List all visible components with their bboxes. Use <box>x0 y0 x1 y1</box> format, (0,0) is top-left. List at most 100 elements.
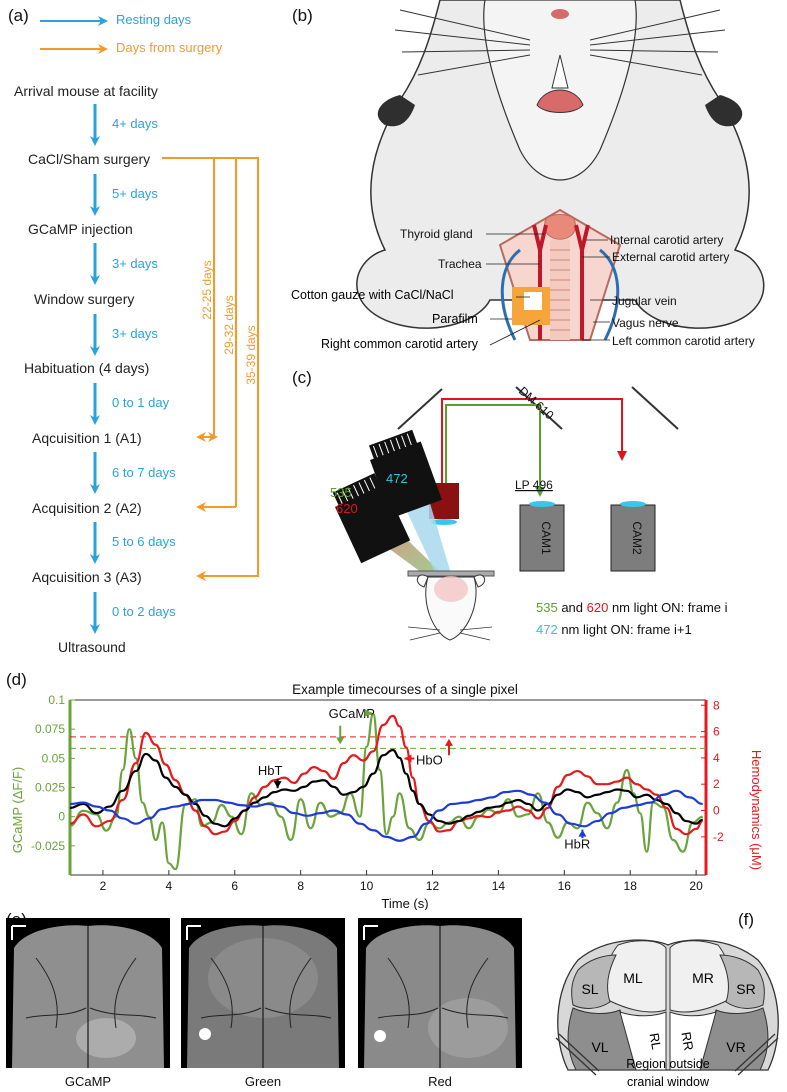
region-vl: VL <box>591 1039 608 1055</box>
annotation-hbr-arrowhead <box>578 829 587 837</box>
x-tick-label: 4 <box>166 879 173 893</box>
region-sl: SL <box>581 981 598 997</box>
interval-3: 3+ days <box>112 256 158 271</box>
series-gcamp <box>69 712 703 871</box>
cotton-gauze <box>524 292 542 310</box>
annotation-hbo: HbO <box>416 753 443 768</box>
annotation-hbo-arrowhead <box>404 754 412 763</box>
interval-2: 5+ days <box>112 186 158 201</box>
right-tick-label: 2 <box>713 777 720 791</box>
outside-label-2: cranial window <box>627 1075 710 1089</box>
interval-1: 4+ days <box>112 116 158 131</box>
right-tick-label: 6 <box>713 725 720 739</box>
step-cacl-surgery: CaCl/Sham surgery <box>28 151 151 167</box>
interval-4: 3+ days <box>112 326 158 341</box>
dm-label: DM 610 <box>516 384 557 423</box>
annotation-hbr: HbR <box>564 837 590 852</box>
red-path-up <box>441 398 538 485</box>
panel-label-d: (d) <box>6 670 27 689</box>
x-tick-label: 18 <box>624 879 638 893</box>
led-472-label: 472 <box>386 471 408 486</box>
label-vagus-nerve: Vagus nerve <box>612 316 679 330</box>
x-tick-label: 2 <box>100 879 107 893</box>
step-acquisition-3: Aqcuisition 3 (A3) <box>32 569 142 585</box>
panel-label-a: (a) <box>8 6 29 25</box>
left-jugular-vein <box>500 248 521 341</box>
annotation-gcamp-arrowhead <box>364 709 372 717</box>
lp-label: LP 496 <box>515 478 553 492</box>
right-tick-label: 0 <box>713 804 720 818</box>
mirror-left <box>397 388 443 430</box>
panel-label-b: (b) <box>292 6 313 25</box>
range-label-3: 35-39 days <box>244 325 258 384</box>
label-external-carotid: External carotid artery <box>612 250 730 264</box>
left-ear <box>377 95 415 127</box>
panel-label-f: (f) <box>738 910 755 929</box>
outside-label-1: Region outside <box>626 1057 709 1071</box>
image-red <box>358 918 522 1068</box>
cam1-label: CAM1 <box>539 521 553 555</box>
cam2-label: CAM2 <box>630 521 644 555</box>
mouth <box>536 89 584 113</box>
cortex-image-green <box>181 918 345 1068</box>
series-hbo <box>69 714 704 836</box>
right-jugular-vein <box>599 248 620 341</box>
cortex-image-gcamp <box>6 918 170 1068</box>
step-acquisition-2: Acquisition 2 (A2) <box>32 500 142 516</box>
step-window-surgery: Window surgery <box>34 291 135 307</box>
range-label-1: 22-25 days <box>200 260 214 319</box>
left-tick-label: 0.1 <box>48 693 65 707</box>
right-tick-label: 8 <box>713 698 720 712</box>
setup-caption-2: 472 nm light ON: frame i+1 <box>536 622 692 637</box>
region-vr: VR <box>726 1039 745 1055</box>
region-rr: RR <box>678 1031 696 1052</box>
legend-surgery-label: Days from surgery <box>116 40 223 55</box>
hbo-up-arrowhead <box>444 738 453 746</box>
label-trachea: Trachea <box>438 257 482 271</box>
step-acquisition-1: Aqcuisition 1 (A1) <box>32 430 142 446</box>
chart-title: Example timecourses of a single pixel <box>292 682 518 697</box>
setup-caption-1: 535 and 620 nm light ON: frame i <box>536 600 728 615</box>
green-path <box>445 404 545 497</box>
range-label-2: 29-32 days <box>222 295 236 354</box>
series-hbt <box>69 748 703 828</box>
timeline-diagram: 22-25 days 29-32 days 35-39 days <box>40 16 259 634</box>
right-tick-label: -2 <box>713 830 724 844</box>
region-mr: MR <box>692 970 714 986</box>
image-label-green: Green <box>244 1074 282 1089</box>
x-tick-label: 20 <box>689 879 703 893</box>
label-cotton-gauze: Cotton gauze with CaCl/NaCl <box>291 288 454 302</box>
left-tick-label: 0 <box>58 810 65 824</box>
left-axis-label: GCaMP (ΔF/F) <box>10 767 25 853</box>
label-parafilm: Parafilm <box>432 312 478 326</box>
panel-label-c: (c) <box>292 368 312 387</box>
cortex-image-red <box>358 918 522 1068</box>
x-tick-label: 6 <box>231 879 238 893</box>
x-axis-label: Time (s) <box>381 896 428 910</box>
image-gcamp <box>6 918 170 1068</box>
x-tick-label: 16 <box>558 879 572 893</box>
interval-8: 0 to 2 days <box>112 604 176 619</box>
image-label-red: Red <box>428 1074 452 1089</box>
label-internal-carotid: Internal carotid artery <box>610 233 724 247</box>
series-hbr <box>69 789 703 842</box>
led-535-label: 535 <box>330 485 352 500</box>
label-thyroid-gland: Thyroid gland <box>400 227 473 241</box>
right-axis-label: Hemodynamics (μM) <box>749 750 764 870</box>
incisors <box>551 54 569 89</box>
led-module-472 <box>368 429 442 519</box>
left-tick-label: -0.025 <box>31 839 65 853</box>
cam2 <box>610 504 656 572</box>
cam1 <box>519 504 565 572</box>
interval-7: 5 to 6 days <box>112 534 176 549</box>
region-rl: RL <box>647 1032 665 1051</box>
step-arrival: Arrival mouse at facility <box>14 83 158 99</box>
nose <box>551 9 569 19</box>
step-ultrasound: Ultrasound <box>58 639 126 655</box>
x-tick-label: 8 <box>297 879 304 893</box>
mirror-right <box>631 386 679 430</box>
annotation-gcamp: GCaMP <box>329 706 375 721</box>
whiskers <box>394 9 726 76</box>
left-tick-label: 0.025 <box>35 781 65 795</box>
label-left-common-carotid: Left common carotid artery <box>612 334 755 348</box>
